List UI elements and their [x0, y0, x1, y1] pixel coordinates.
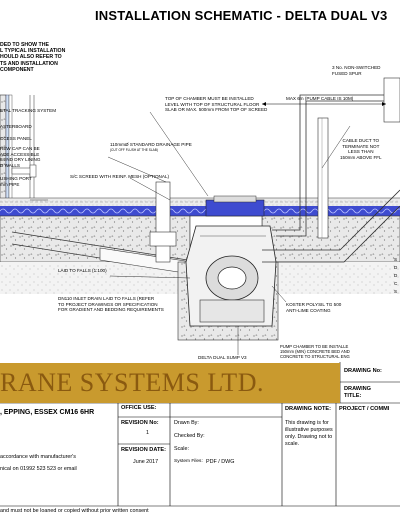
label-line: TO PROJECT DRAWINGS OR SPECIFICATION	[58, 301, 158, 307]
leader-lines	[30, 111, 351, 355]
drawing-note-text: This drawing is for illustrative purpose…	[285, 420, 333, 448]
company-logo: RANE SYSTEMS LTD.	[0, 368, 264, 397]
revision-no-label: REVISION No:	[121, 420, 159, 426]
label-line: FOR GRADIENT AND BEDDING REQUIREMENTS	[58, 307, 164, 313]
note-line: TS AND INSTALLATION	[0, 60, 58, 67]
label-line: This drawing is for	[285, 420, 329, 426]
page-title: INSTALLATION SCHEMATIC - DELTA DUAL V3	[95, 8, 388, 23]
screed-label: S/C SCREED WITH REINF. MESH (OPTIONAL)	[70, 174, 170, 179]
label-line: DN110 INLET DRAIN LAID TO FALLS (REFER	[58, 296, 155, 301]
label-line: C	[394, 281, 398, 286]
note-line: HOULD ALSO REFER TO	[0, 54, 62, 61]
cable-duct-label: CABLE DUCT TO TERMINATE NOT LESS THAN 15…	[340, 138, 382, 160]
drawing-no-label: DRAWING No:	[344, 368, 382, 374]
sump-label: DELTA DUAL SUMP V3	[198, 355, 247, 360]
note-line: L TYPICAL INSTALLATION	[0, 48, 66, 55]
logo-band	[0, 363, 340, 403]
label-line: 150mm ABOVE FFL	[340, 154, 382, 160]
label-line: mm PIPE	[0, 181, 20, 187]
screed-layer	[0, 197, 400, 206]
right-edge-label: S D D C S	[394, 256, 397, 296]
koster-coating-label: KOSTER POLYSIL TG 500 ANTI-LIME COATING	[286, 302, 341, 313]
label-line: REW CAP CAN BE	[0, 146, 40, 151]
drainage-pipe-label: 110mmØ STANDARD DRAINAGE PIPE	[110, 142, 192, 147]
drawn-by-label: Drawn By:	[174, 420, 199, 426]
drainage-pipe-sub-label: (CUT OFF FLUSH AT THE SLAB)	[110, 148, 158, 152]
note-line: DED TO SHOW THE	[0, 42, 49, 48]
max-6m-label: MAX 6m (PUMP CABLE IS 10M)	[286, 96, 354, 101]
footer-line: nical on 01992 523 523 or email	[0, 466, 77, 472]
label-line: TOP OF CHAMBER MUST BE INSTALLED	[165, 96, 254, 101]
system-files-label: System Files:	[174, 459, 203, 464]
pump-chamber-label: PUMP CHAMBER TO BE INSTALLE 150mm (MIN) …	[280, 344, 350, 359]
label-line: TERMINATE NOT	[342, 143, 380, 149]
rising-main	[262, 117, 400, 263]
footer-copyright: and must not be loaned or copied without…	[0, 508, 149, 514]
dimension-max-6m	[262, 102, 386, 106]
revision-no-value: 1	[146, 430, 149, 436]
left-wall	[0, 94, 37, 221]
laid-to-falls-label: LAID TO FALLS (1:100)	[58, 268, 107, 273]
drawing-title-label: DRAWING TITLE:	[344, 386, 371, 400]
label-line: D WALLS	[0, 162, 20, 168]
checked-by-label: Checked By:	[174, 433, 205, 439]
label-line: KOSTER POLYSIL TG 500	[286, 302, 342, 307]
label-line: LESS THAN	[348, 149, 374, 155]
footer-line: accordance with manufacturer's	[0, 454, 76, 460]
office-use-label: OFFICE USE:	[121, 405, 157, 411]
top-of-chamber-label: TOP OF CHAMBER MUST BE INSTALLED LEVEL W…	[165, 96, 267, 113]
label-line: 150mm (MIN) CONCRETE BED AND	[280, 349, 350, 354]
label-line: scale.	[285, 441, 300, 447]
label-line: ADE ACCESSIBLE	[0, 151, 40, 157]
revision-date-label: REVISION DATE:	[121, 447, 166, 453]
label-line: CABLE DUCT TO	[342, 138, 380, 143]
label-line: TITLE:	[344, 393, 362, 399]
drawing-note-label: DRAWING NOTE:	[285, 406, 331, 412]
revision-date-value: June 2017	[133, 459, 159, 465]
system-files-value: PDF / DWG	[206, 459, 235, 465]
scale-label: Scale:	[174, 446, 189, 452]
inlet-drain-label: DN110 INLET DRAIN LAID TO FALLS (REFER T…	[58, 296, 164, 313]
project-label: PROJECT / COMMI	[339, 406, 390, 412]
label-line: FUSED SPUR	[332, 70, 362, 76]
screw-cap-label: REW CAP CAN BE ADE ACCESSIBLE 84IND DRY …	[0, 146, 40, 168]
tracking-label: ETAL TRACKING SYSTEM	[0, 108, 57, 113]
label-line: illustrative purposes	[285, 427, 333, 433]
label-line: S	[394, 257, 398, 262]
label-line: 3 No. NON-SWITCHED	[332, 65, 381, 70]
access-panel-label: CCESS PANEL	[0, 136, 32, 141]
label-line: PUMP CHAMBER TO BE INSTALLE	[280, 344, 349, 349]
plasterboard-label: ASTERBOARD	[0, 124, 32, 129]
label-line: S	[394, 289, 398, 294]
label-line: USHING PORT	[0, 176, 32, 181]
title-block-frame	[0, 362, 400, 507]
sump-excavation	[177, 195, 279, 341]
fused-spur-box	[383, 77, 400, 123]
label-line: 84IND DRY LINING	[0, 157, 41, 163]
note-line: COMPONENT	[0, 66, 34, 73]
fused-spur-label: 3 No. NON-SWITCHED FUSED SPUR	[332, 65, 381, 76]
label-line: LEVEL WITH TOP OF STRUCTURAL FLOOR	[165, 101, 260, 107]
intro-note: DED TO SHOW THE L TYPICAL INSTALLATION H…	[0, 42, 65, 73]
label-line: only. Drawing not to	[285, 434, 333, 440]
label-line: CONCRETE TO STRUCTURAL ENG	[280, 354, 350, 359]
label-line: DRAWING	[344, 386, 372, 392]
cavity-membrane	[0, 206, 400, 216]
company-address: , EPPING, ESSEX CM16 6HR	[0, 409, 95, 416]
label-line: D	[394, 265, 398, 270]
flushing-port-label: USHING PORT mm PIPE	[0, 176, 32, 187]
label-line: D	[394, 273, 398, 278]
inlet-drain-pipe	[11, 181, 201, 276]
label-line: ANTI-LIME COATING	[286, 307, 331, 313]
label-line: SLAB OR MAX. 500mm FROM TOP OF SCREED	[165, 107, 268, 113]
